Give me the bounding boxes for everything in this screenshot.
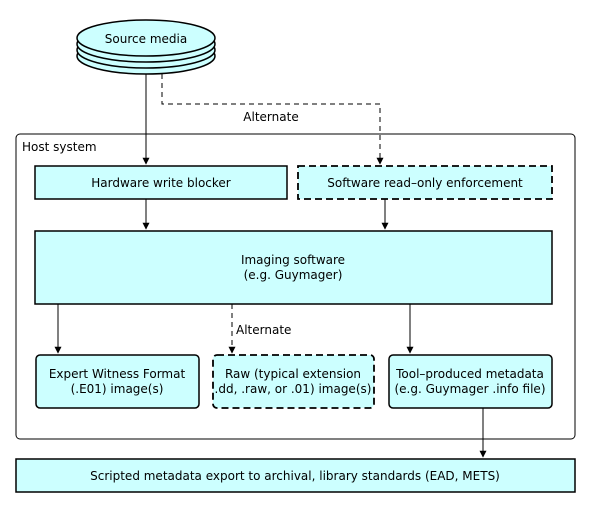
scripted-export-box — [15, 458, 576, 493]
hardware-write-blocker-label: Hardware write blocker — [91, 176, 231, 190]
e01-image-sublabel: (.E01) image(s) — [71, 382, 164, 396]
raw-image-label: Raw (typical extension — [225, 367, 361, 381]
tool-metadata-sublabel: (e.g. Guymager .info file) — [394, 382, 545, 396]
e01-image-box — [35, 354, 200, 409]
edge-source-to-software-alternate — [161, 74, 384, 165]
software-enforcement-label: Software read–only enforcement — [327, 176, 523, 190]
host-system-label: Host system — [22, 140, 97, 154]
imaging-software-label: Imaging software — [241, 253, 345, 267]
raw-image-sublabel: .dd, .raw, or .01) image(s) — [215, 382, 372, 396]
raw-image-box — [212, 354, 375, 409]
scripted-export-label: Scripted metadata export to archival, li… — [90, 469, 500, 483]
source-media-disk-stack — [76, 19, 216, 75]
imaging-software-sublabel: (e.g. Guymager) — [244, 268, 343, 282]
imaging-software-box — [34, 230, 553, 305]
e01-image-label: Expert Witness Format — [49, 367, 186, 381]
source-media-label: Source media — [105, 32, 187, 46]
hardware-write-blocker-box — [34, 165, 288, 200]
alternate-top-label: Alternate — [243, 110, 298, 124]
tool-metadata-label: Tool–produced metadata — [395, 367, 544, 381]
tool-metadata-box — [388, 354, 553, 409]
software-enforcement-box — [297, 165, 553, 200]
alternate-mid-label: Alternate — [236, 323, 291, 337]
